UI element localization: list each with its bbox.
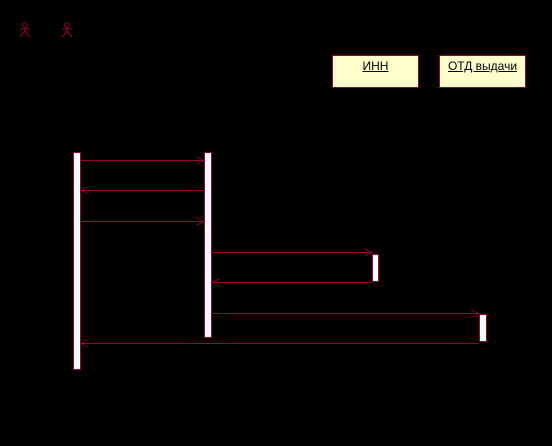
activation-bar-actor: [73, 152, 81, 370]
actor-2-stick-figure-icon: [61, 22, 73, 38]
actor-1-stick-figure-icon: [19, 22, 31, 38]
activation-bar-system: [204, 152, 212, 338]
object-box-otd: ОТД выдачи: [439, 55, 526, 88]
activation-bar-otd: [479, 314, 487, 342]
object-label-inn: ИНН: [362, 59, 389, 73]
object-label-otd: ОТД выдачи: [447, 59, 518, 73]
object-box-inn: ИНН: [332, 55, 419, 88]
activation-bar-inn: [372, 254, 379, 282]
